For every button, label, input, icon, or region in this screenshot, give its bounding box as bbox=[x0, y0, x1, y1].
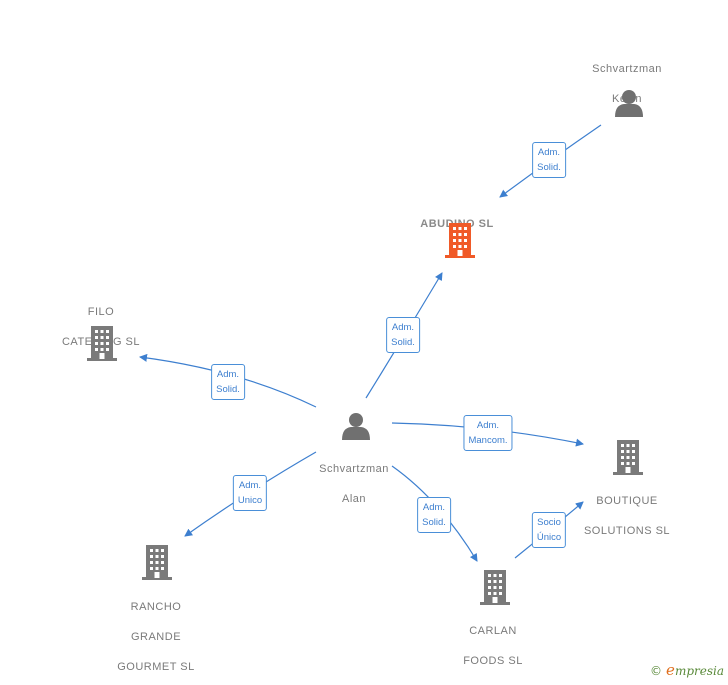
edge-label-text1: Adm. bbox=[476, 420, 500, 431]
node-alan-name1: Schvartzman bbox=[319, 463, 389, 475]
node-rancho-label: RANCHO GRANDE GOURMET SL bbox=[117, 585, 195, 675]
edge-label-alan-rancho[interactable]: Adm. Unico bbox=[232, 475, 268, 511]
node-boutique-label: BOUTIQUE SOLUTIONS SL bbox=[584, 479, 670, 539]
edge-label-kevin-abudino[interactable]: Adm. Solid. bbox=[532, 142, 566, 178]
building-icon[interactable] bbox=[141, 544, 173, 580]
edge-label-alan-abudino[interactable]: Adm. Solid. bbox=[386, 317, 420, 353]
building-icon[interactable] bbox=[612, 439, 644, 475]
edge-label-text1: Socio bbox=[537, 517, 561, 528]
person-icon[interactable] bbox=[341, 412, 371, 440]
edge-label-text2: Solid. bbox=[537, 162, 561, 173]
brand-watermark: ©empresia bbox=[650, 661, 724, 679]
edge-label-text2: Solid. bbox=[216, 384, 240, 395]
edge-label-text1: Adm. bbox=[422, 502, 446, 513]
edge-label-text2: Único bbox=[536, 532, 562, 543]
building-icon[interactable] bbox=[444, 222, 476, 258]
edge-label-text2: Solid. bbox=[391, 337, 415, 348]
edge-label-alan-carlan[interactable]: Adm. Solid. bbox=[417, 497, 451, 533]
edge-label-text1: Adm. bbox=[391, 322, 415, 333]
node-rancho-name2: GRANDE bbox=[130, 631, 182, 643]
edge-label-text1: Adm. bbox=[238, 480, 262, 491]
node-alan-label: Schvartzman Alan bbox=[319, 447, 389, 507]
node-carlan-name2: FOODS SL bbox=[463, 655, 523, 667]
person-icon[interactable] bbox=[614, 89, 644, 117]
node-alan-name2: Alan bbox=[341, 493, 367, 505]
brand-name: mpresia bbox=[674, 664, 724, 678]
node-rancho-name3: GOURMET SL bbox=[117, 661, 195, 673]
edge-label-text1: Adm. bbox=[216, 369, 240, 380]
edge-label-alan-filo[interactable]: Adm. Solid. bbox=[211, 364, 245, 400]
brand-initial: e bbox=[666, 661, 675, 679]
edge-label-text2: Mancom. bbox=[468, 435, 508, 446]
node-boutique-name1: BOUTIQUE bbox=[596, 495, 658, 507]
node-carlan-name1: CARLAN bbox=[469, 625, 517, 637]
node-boutique-name2: SOLUTIONS SL bbox=[583, 525, 671, 537]
node-carlan-label: CARLAN FOODS SL bbox=[463, 609, 523, 669]
edge-label-text2: Unico bbox=[237, 495, 263, 506]
edge-label-carlan-boutique[interactable]: Socio Único bbox=[531, 512, 567, 548]
node-filo-name1: FILO bbox=[87, 306, 115, 318]
building-icon[interactable] bbox=[86, 325, 118, 361]
building-icon[interactable] bbox=[479, 569, 511, 605]
edge-label-text2: Solid. bbox=[422, 517, 446, 528]
edge-label-alan-boutique[interactable]: Adm. Mancom. bbox=[463, 415, 513, 451]
node-kevin-name1: Schvartzman bbox=[592, 63, 662, 75]
node-rancho-name1: RANCHO bbox=[130, 601, 182, 613]
copyright-icon: © bbox=[650, 664, 663, 678]
edge-label-text1: Adm. bbox=[537, 147, 561, 158]
